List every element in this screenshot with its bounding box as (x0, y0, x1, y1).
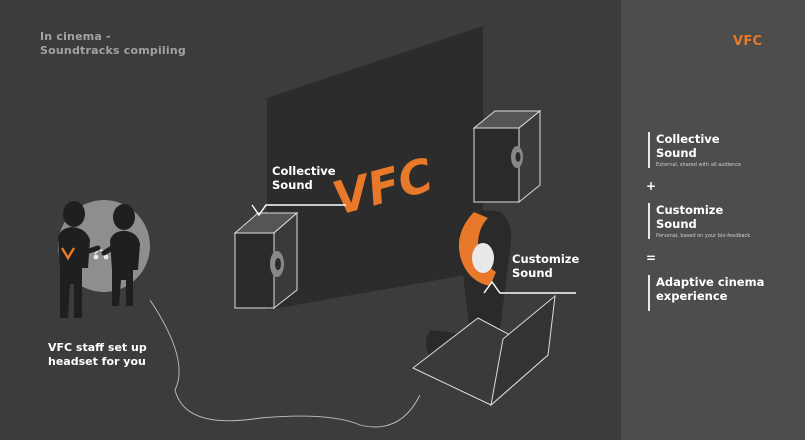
customize-sound-callout: Customize Sound (512, 252, 580, 280)
legend-title: Customize Sound (656, 203, 724, 231)
headset-cable (149, 299, 421, 428)
legend-bar (648, 132, 650, 168)
legend-subtitle: Personal, based on your bio-feedback (656, 233, 751, 239)
staff-scene (58, 200, 150, 318)
cinema-screen (267, 26, 483, 310)
page-title: In cinema - Soundtracks compiling (40, 30, 186, 57)
right-speaker (472, 109, 542, 204)
viewer-head (458, 212, 496, 286)
customize-pointer (483, 280, 576, 294)
staff-caption: VFC staff set up headset for you (48, 341, 147, 368)
equals-operator: = (646, 251, 657, 265)
collective-pointer (251, 204, 346, 217)
legend-title: Adaptive cinema experience (656, 275, 765, 303)
legend-bar (648, 203, 650, 239)
legend-bar (648, 275, 650, 311)
legend-title: Collective Sound (656, 132, 720, 160)
plus-operator: + (646, 179, 657, 193)
collective-sound-callout: Collective Sound (272, 164, 336, 192)
legend-subtitle: External, shared with all audience (656, 162, 742, 168)
left-speaker (233, 211, 299, 310)
brand-logo: VFC (733, 34, 763, 49)
side-panel (621, 0, 805, 440)
cinema-seat (412, 210, 556, 407)
